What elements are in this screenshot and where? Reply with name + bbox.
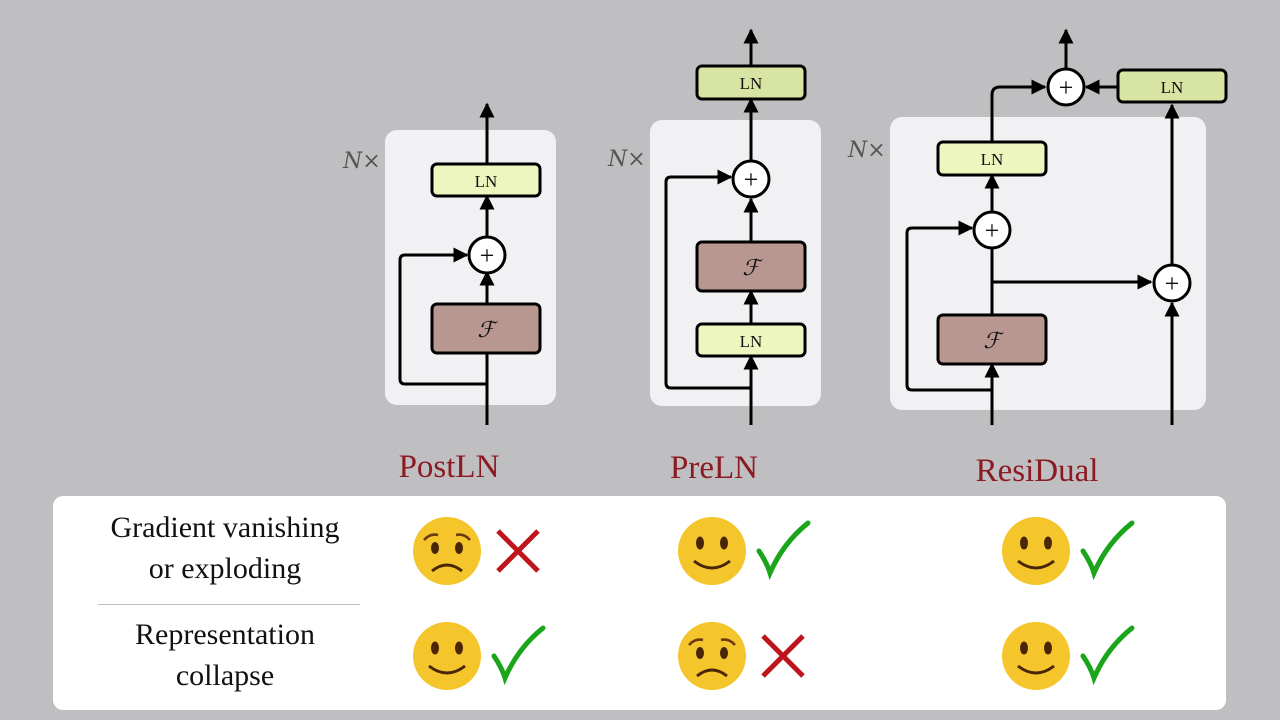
smiling-face-icon (413, 622, 481, 690)
postln-add-symbol: + (480, 241, 495, 270)
cross-icon (496, 529, 540, 573)
postln-title: PostLN (399, 449, 500, 485)
result-cell (410, 618, 590, 698)
smiling-face-icon (1002, 622, 1070, 690)
postln-ln-label: LN (475, 172, 498, 191)
preln-ln-box (695, 322, 807, 358)
postln-ln-box (430, 162, 542, 198)
preln-repeat-label: N× (607, 147, 646, 172)
smiling-face-icon (678, 517, 746, 585)
residual-add-symbol-inner: + (985, 216, 1000, 245)
postln-add-node (467, 235, 507, 275)
residual-add-node-inner (972, 210, 1012, 250)
worried-face-icon (678, 622, 746, 690)
residual-title: ResiDual (976, 453, 1099, 489)
residual-diagram: N× ℱ + + LN + LN ResiDual (847, 28, 1228, 489)
preln-sublayer-symbol: ℱ (742, 256, 763, 281)
preln-add-symbol: + (744, 165, 759, 194)
row-label-gradient: Gradient vanishing or exploding (75, 507, 375, 589)
result-cell (999, 618, 1179, 698)
residual-add-symbol-top: + (1059, 73, 1074, 102)
preln-diagram: N× LN ℱ + LN PreLN (607, 28, 821, 486)
result-cell (675, 513, 855, 593)
residual-ln-label: LN (981, 150, 1004, 169)
residual-ln-box (936, 140, 1048, 177)
postln-sublayer-symbol: ℱ (477, 318, 498, 343)
postln-repeat-label: N× (342, 149, 381, 174)
residual-sublayer-symbol: ℱ (983, 329, 1004, 354)
residual-repeat-label: N× (847, 138, 886, 163)
residual-sublayer-box (936, 313, 1048, 366)
residual-final-ln-label: LN (1161, 78, 1184, 97)
preln-sublayer-box (695, 240, 807, 293)
comparison-table: Gradient vanishing or exploding Represen… (53, 496, 1226, 710)
postln-sublayer-box (430, 302, 542, 355)
preln-add-node (731, 159, 771, 199)
row-label-line: or exploding (148, 552, 302, 585)
preln-final-ln-label: LN (740, 74, 763, 93)
row-divider (98, 604, 360, 605)
row-label-line: collapse (175, 659, 275, 692)
preln-title: PreLN (670, 450, 758, 486)
check-icon (756, 520, 811, 581)
preln-ln-label: LN (740, 332, 763, 351)
residual-final-ln-box (1116, 68, 1228, 104)
architecture-diagram: N× ℱ + LN PostLN N× LN ℱ + (342, 28, 1228, 489)
check-icon (1080, 625, 1135, 686)
smiling-face-icon (1002, 517, 1070, 585)
check-icon (1080, 520, 1135, 581)
preln-final-ln-box (695, 64, 807, 101)
residual-add-symbol-right: + (1165, 269, 1180, 298)
cross-icon (761, 634, 805, 678)
worried-face-icon (413, 517, 481, 585)
row-label-collapse: Representation collapse (75, 614, 375, 696)
check-icon (491, 625, 546, 686)
row-label-line: Gradient vanishing (110, 511, 340, 544)
result-cell (999, 513, 1179, 593)
row-label-line: Representation (135, 618, 315, 651)
postln-diagram: N× ℱ + LN PostLN (342, 102, 556, 485)
residual-add-node-top (1046, 67, 1086, 107)
residual-add-node-right (1152, 263, 1192, 303)
result-cell (410, 513, 590, 593)
result-cell (675, 618, 855, 698)
